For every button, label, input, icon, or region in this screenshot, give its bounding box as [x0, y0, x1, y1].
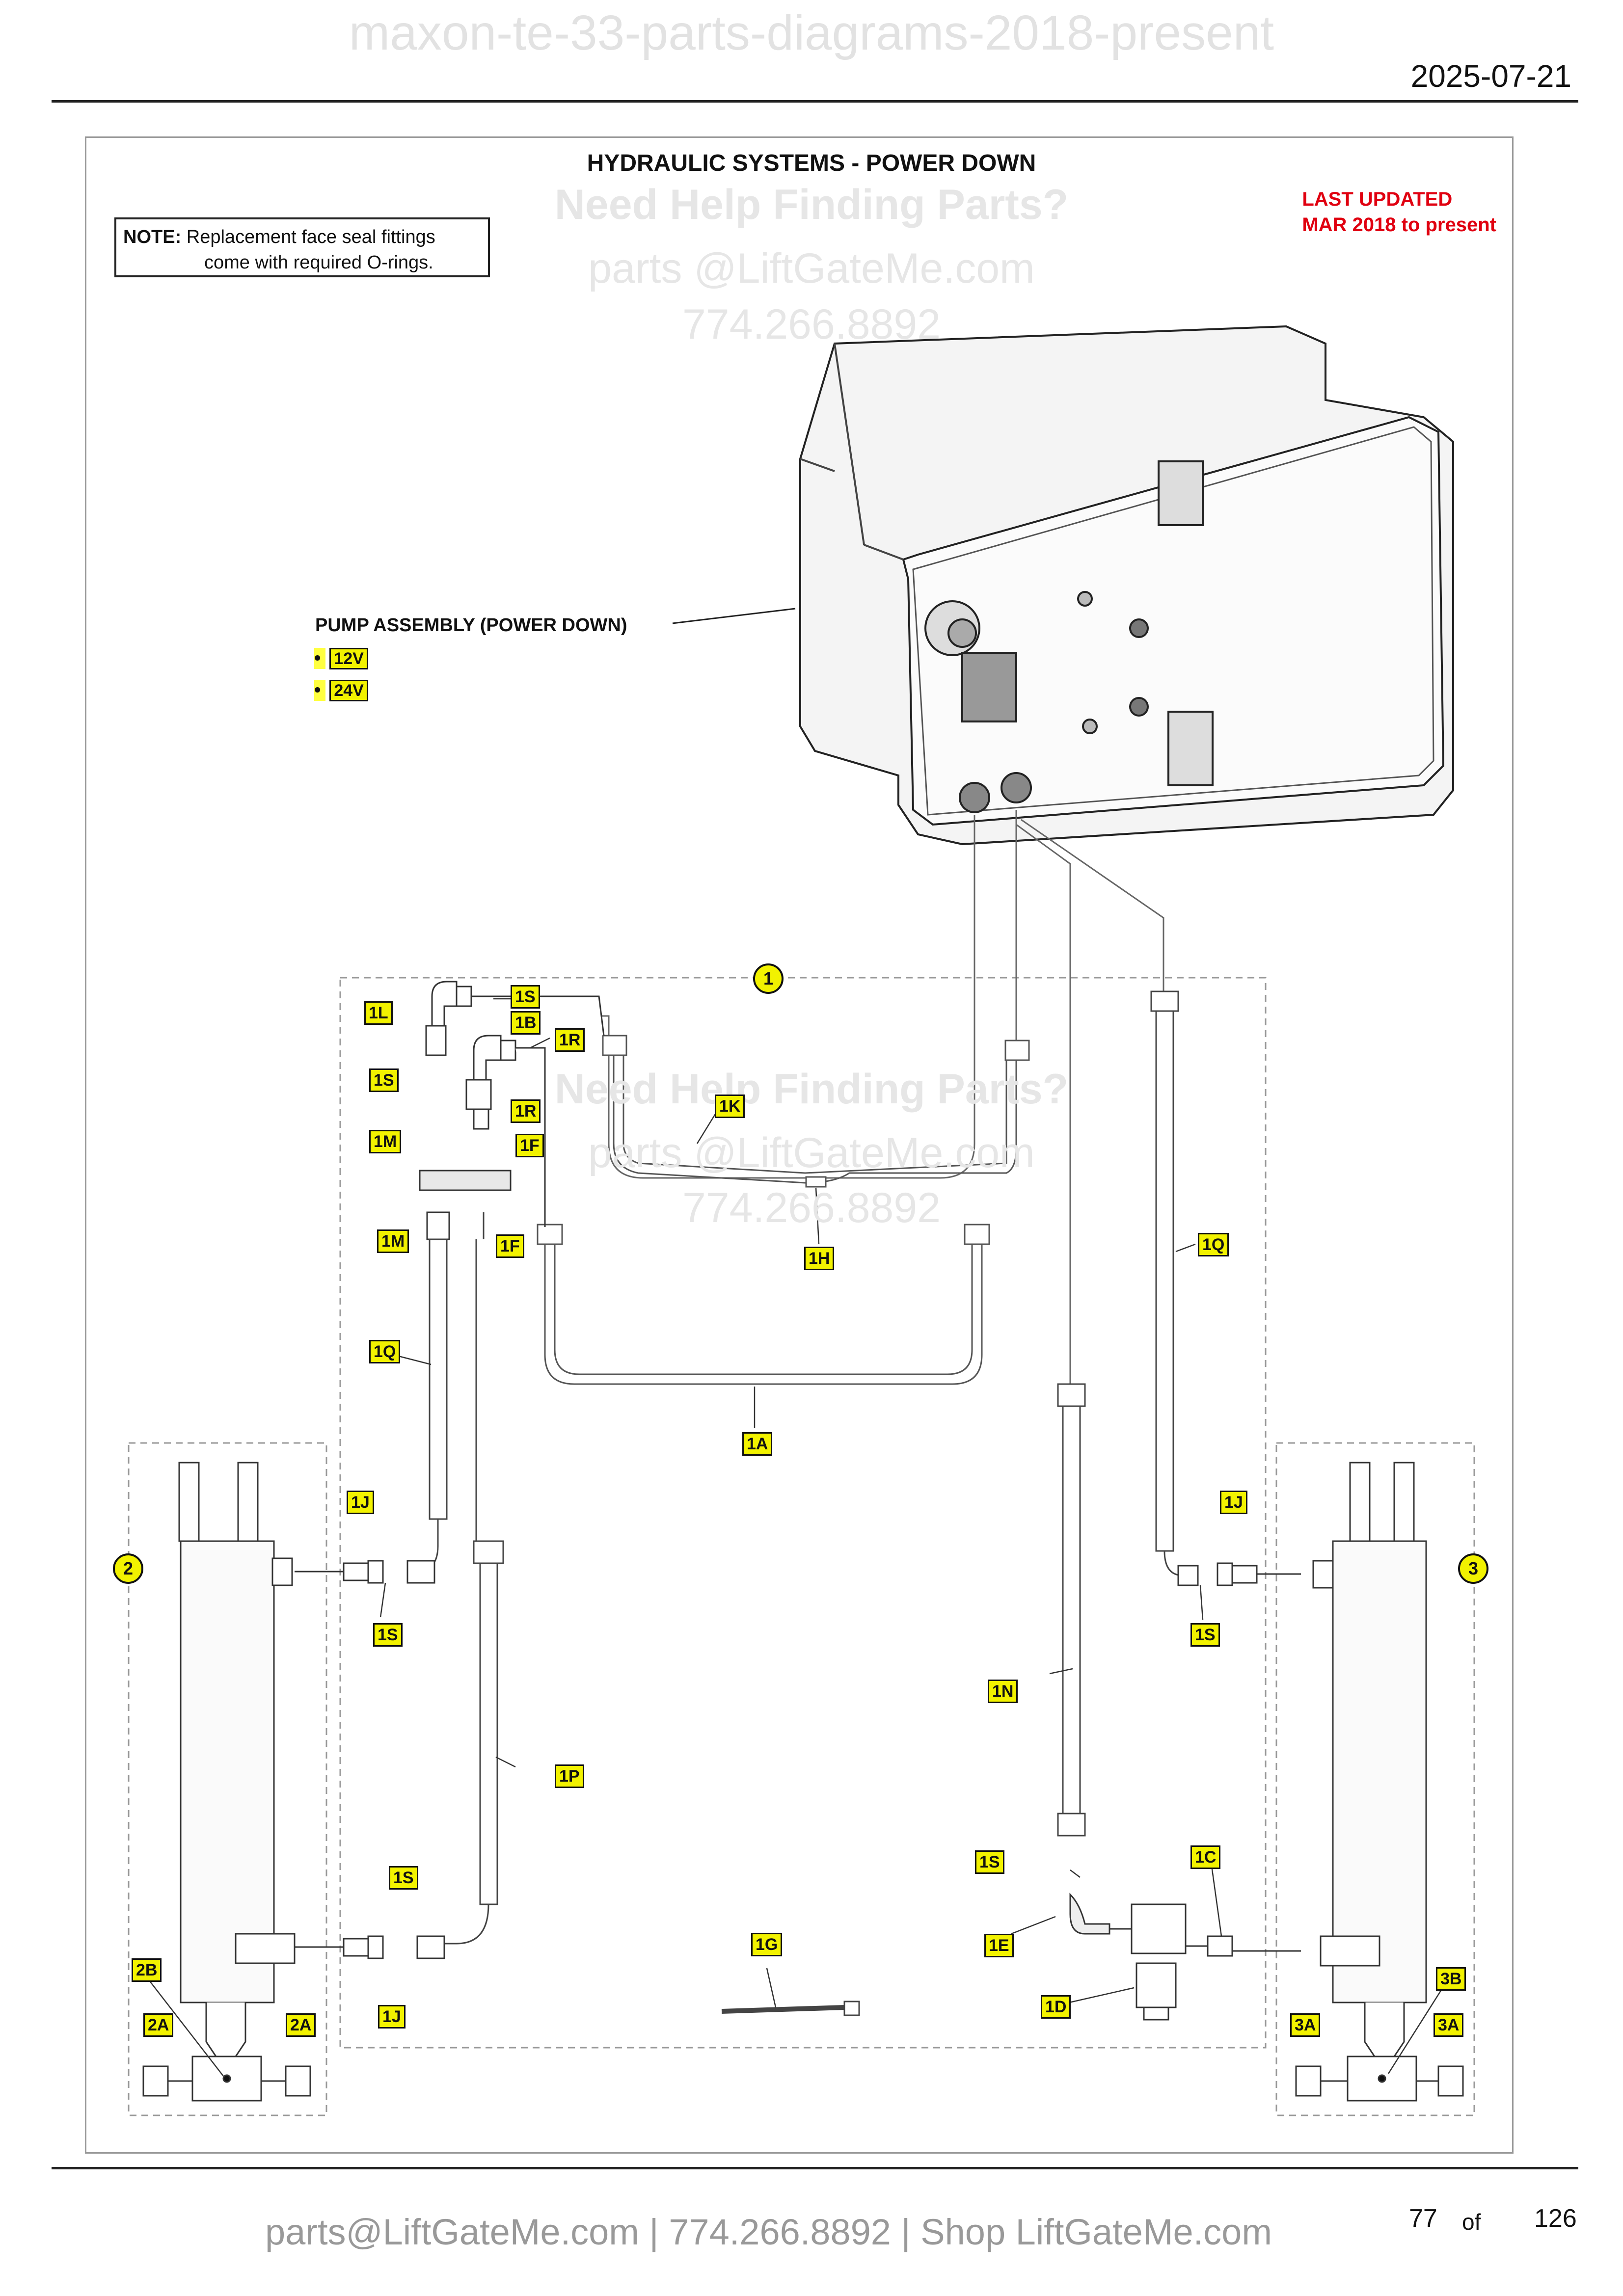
watermark-email-2: parts @LiftGateMe.com	[588, 1129, 1035, 1176]
assembly-3-box	[1275, 1442, 1475, 2116]
footer-contact: parts@LiftGateMe.com | 774.266.8892 | Sh…	[265, 2212, 1272, 2252]
callout-1d: 1D	[1041, 1995, 1071, 2019]
callout-2b: 2B	[132, 1958, 162, 1982]
page-total: 126	[1534, 2204, 1577, 2233]
callout-1r-2: 1R	[511, 1099, 541, 1123]
callout-3b: 3B	[1436, 1967, 1466, 1991]
diagram-title: HYDRAULIC SYSTEMS - POWER DOWN	[587, 150, 1036, 176]
callout-1e: 1E	[984, 1934, 1014, 1957]
last-updated-line-2: MAR 2018 to present	[1302, 214, 1496, 236]
callout-1s-4: 1S	[1190, 1623, 1220, 1647]
last-updated-line-1: LAST UPDATED	[1302, 188, 1453, 210]
callout-1a: 1A	[742, 1432, 773, 1456]
callout-1q-2: 1Q	[369, 1340, 401, 1363]
assembly-1-marker: 1	[753, 963, 784, 994]
watermark-phone: 774.266.8892	[682, 301, 941, 348]
assembly-2-marker: 2	[113, 1553, 143, 1584]
note-line-2: come with required O-rings.	[204, 252, 433, 273]
steel-tubes	[537, 1035, 1030, 1385]
watermark-help-2: Need Help Finding Parts?	[554, 1066, 1069, 1113]
callout-1q: 1Q	[1198, 1233, 1229, 1256]
voltage-12v-tag: 12V	[329, 648, 368, 669]
footer-rule	[52, 2167, 1578, 2169]
pump-assembly	[799, 325, 1454, 846]
callout-1s: 1S	[511, 985, 540, 1009]
callout-1n: 1N	[988, 1680, 1018, 1703]
valve-block	[1069, 1893, 1233, 2021]
callout-1j-3: 1J	[378, 2005, 406, 2029]
page-of: of	[1462, 2209, 1481, 2235]
page-current: 77	[1409, 2204, 1437, 2233]
callout-1r: 1R	[555, 1028, 585, 1052]
last-updated: LAST UPDATED MAR 2018 to present	[1302, 187, 1496, 238]
pump-hoses	[565, 810, 1164, 1384]
callout-1s-5: 1S	[389, 1866, 418, 1890]
pump-assembly-label: PUMP ASSEMBLY (POWER DOWN)	[315, 615, 627, 636]
callout-1b: 1B	[511, 1011, 541, 1035]
watermark-title: maxon-te-33-parts-diagrams-2018-present	[349, 5, 1274, 60]
callout-1s-3: 1S	[373, 1623, 403, 1647]
assembly-2-box	[128, 1442, 327, 2116]
callout-1c: 1C	[1190, 1845, 1221, 1869]
note-box: NOTE: Replacement face seal fittings com…	[114, 217, 490, 277]
note-label: NOTE:	[123, 227, 182, 247]
callout-1g: 1G	[751, 1933, 783, 1956]
callout-1j-2: 1J	[1220, 1491, 1247, 1514]
assembly-3-marker: 3	[1458, 1553, 1488, 1584]
callout-1l: 1L	[364, 1001, 393, 1025]
callout-1f-2: 1F	[496, 1234, 524, 1258]
connector-fittings	[295, 1560, 1301, 1959]
right-hoses	[1057, 990, 1184, 1837]
cylinder-2	[142, 1462, 311, 2102]
callout-1k: 1K	[715, 1095, 745, 1118]
callout-1p: 1P	[555, 1764, 584, 1788]
callout-1s-2: 1S	[369, 1068, 399, 1092]
voltage-24v-tag: 24V	[329, 680, 368, 701]
watermark-email: parts @LiftGateMe.com	[588, 245, 1035, 292]
diagram-frame	[85, 136, 1514, 2154]
callout-1h: 1H	[804, 1247, 835, 1270]
header-rule	[52, 100, 1578, 103]
cylinder-3	[1295, 1462, 1464, 2102]
callout-1m-2: 1M	[377, 1229, 409, 1253]
callout-3a: 3A	[1290, 2013, 1321, 2037]
callout-1m: 1M	[369, 1130, 402, 1153]
cable-tie	[721, 2001, 860, 2016]
assembly-1-box	[339, 977, 1267, 2049]
watermark-help: Need Help Finding Parts?	[554, 181, 1069, 228]
left-hoses	[417, 1212, 504, 1945]
callout-3a-2: 3A	[1434, 2013, 1464, 2037]
pump-leader	[672, 608, 796, 624]
callout-1f: 1F	[515, 1134, 544, 1157]
callout-1j: 1J	[347, 1491, 374, 1514]
callout-2a-2: 2A	[286, 2013, 316, 2037]
print-date: 2025-07-21	[1410, 58, 1571, 94]
assembly-boxes	[128, 977, 1475, 2116]
watermark-phone-2: 774.266.8892	[682, 1184, 941, 1231]
voltage-12v: •12V	[314, 648, 368, 669]
callout-2a: 2A	[143, 2013, 174, 2037]
voltage-24v: •24V	[314, 680, 368, 701]
note-line-1: Replacement face seal fittings	[186, 227, 435, 247]
callout-1s-6: 1S	[975, 1850, 1004, 1874]
leader-lines	[147, 998, 1447, 2077]
